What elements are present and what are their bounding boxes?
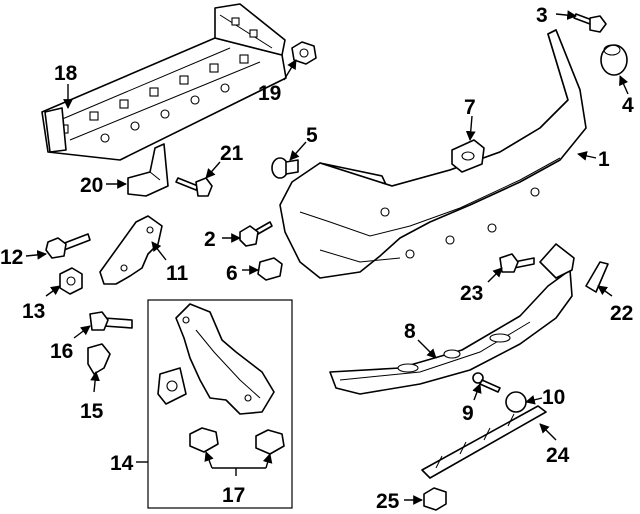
bolt-part-12 [45,233,91,259]
callout-3: 3 [536,4,548,27]
nut-part-13 [59,267,83,295]
clip-part-15 [87,343,111,375]
cap-part-10 [505,391,527,413]
lower-valance-part [329,243,575,395]
callout-15: 15 [80,400,104,423]
callout-7: 7 [464,96,476,119]
callout-9: 9 [462,402,474,425]
callout-12: 12 [0,246,23,269]
callout-21: 21 [220,142,244,165]
callout-2: 2 [204,228,216,251]
bracket-assembly-part-14 [157,303,275,415]
clip-part-6 [257,257,283,281]
pin-part-9 [472,372,501,393]
bolt-part-21 [175,177,213,197]
callout-10: 10 [542,386,565,409]
side-bracket-part-11 [99,215,163,285]
nut-part-25 [423,487,447,511]
cap-part-4 [600,44,628,76]
callout-1: 1 [598,148,610,171]
bolt-part-23 [499,253,535,273]
callout-6: 6 [226,262,238,285]
callout-13: 13 [22,300,45,323]
callout-18: 18 [54,62,78,85]
bumper-cover-part [279,29,587,279]
callout-11: 11 [166,262,189,285]
callout-labels: 1 2 3 4 5 6 7 8 9 10 11 12 13 14 15 16 1… [0,4,634,513]
callout-25: 25 [376,490,400,513]
clip-nut-part-17b [255,429,285,455]
push-pin-part-5 [271,157,299,179]
callout-14: 14 [110,452,134,475]
callout-20: 20 [80,174,103,197]
clip-nut-part-17a [189,427,219,453]
bolt-part-2 [239,221,273,247]
trim-part-22 [585,261,609,293]
callout-23: 23 [460,282,483,305]
callout-24: 24 [546,444,570,467]
callout-4: 4 [622,94,634,117]
bolt-part-16 [89,311,133,331]
inset-box [147,299,293,509]
bolt-part-3 [573,13,607,33]
callout-17: 17 [222,484,245,507]
bracket-part-7 [451,139,485,173]
callout-19: 19 [258,82,281,105]
callout-8: 8 [404,320,416,343]
leader-lines [25,10,629,505]
callout-22: 22 [610,302,633,325]
absorber-part-24 [421,405,547,479]
callout-5: 5 [306,124,318,147]
bracket-part-20 [127,143,169,197]
reinforcement-beam-part [41,3,287,161]
callout-16: 16 [50,340,73,363]
